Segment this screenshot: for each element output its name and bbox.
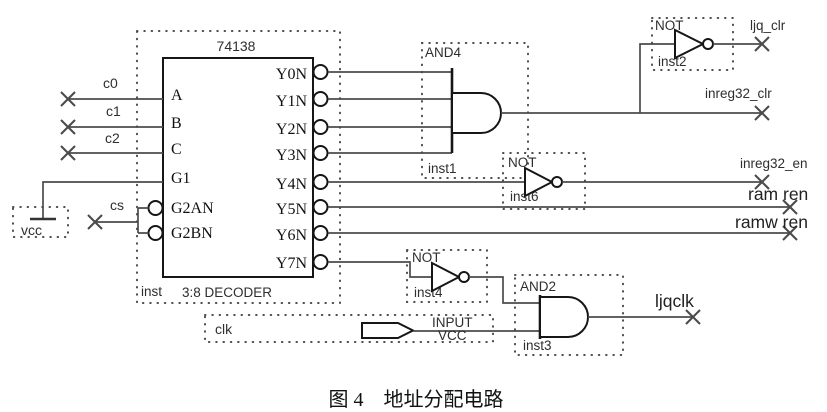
decoder-pin-y5n-label: Y5N — [276, 201, 308, 218]
cs-terminal-x — [87, 214, 103, 230]
not2-inst-label: inst2 — [658, 54, 687, 69]
ram-ren-terminal-x — [782, 199, 798, 215]
ramw-ren-label: ramw ren — [735, 212, 808, 232]
and2-body — [539, 296, 589, 338]
ljq-clr-terminal-x — [754, 36, 770, 52]
decoder-y1n-bubble — [312, 91, 329, 107]
inreg32-clr-label: inreg32_clr — [705, 86, 772, 101]
decoder-pin-y6n-label: Y6N — [276, 227, 308, 244]
c2-terminal-x — [60, 145, 76, 161]
not-inst4-gate: NOT inst4 — [328, 249, 540, 304]
clk-dotted-outline — [204, 314, 494, 343]
ramw-ren-net: ramw ren — [328, 212, 808, 241]
input-pin-top-label: INPUT — [432, 315, 473, 330]
wire-not4-to-and2 — [469, 276, 540, 304]
input-c1: c1 — [60, 103, 163, 135]
wire-y7n — [328, 261, 432, 278]
decoder-pin-c-label: C — [171, 141, 182, 158]
input-cs: cs — [87, 197, 149, 234]
decoder-part-label: 74138 — [217, 38, 256, 54]
wire-cs — [95, 207, 149, 234]
wire-g1-vcc — [42, 181, 163, 219]
inreg32-clr-net: inreg32_clr — [501, 43, 772, 121]
ljqclk-terminal-x — [685, 309, 701, 325]
decoder-pin-g2bn-label: G2BN — [171, 225, 213, 242]
decoder-pin-y4n-label: Y4N — [276, 176, 308, 193]
decoder-type-label: 3:8 DECODER — [182, 285, 272, 300]
input-c2: c2 — [60, 130, 163, 161]
not2-bubble — [702, 38, 714, 50]
ramw-ren-terminal-x — [782, 225, 798, 241]
c0-label: c0 — [103, 75, 118, 91]
inreg32-clr-terminal-x — [754, 105, 770, 121]
decoder-pin-g1-label: G1 — [171, 170, 191, 187]
not-inst6-gate: NOT inst6 inreg32_en — [328, 152, 808, 210]
vcc-net: vcc — [12, 181, 163, 238]
c1-label: c1 — [106, 103, 121, 119]
not4-type-label: NOT — [412, 250, 441, 265]
not4-triangle — [431, 261, 462, 293]
inreg32-en-label: inreg32_en — [740, 156, 808, 171]
decoder-pin-y2n-label: Y2N — [276, 121, 308, 138]
not6-triangle — [524, 166, 555, 198]
decoder-g2an-bubble — [147, 200, 164, 216]
decoder-g2bn-bubble — [147, 225, 164, 241]
decoder-y3n-bubble — [312, 145, 329, 161]
not6-bubble — [551, 176, 563, 188]
decoder-body — [162, 57, 314, 278]
inreg32-en-terminal-x — [754, 174, 770, 190]
not2-triangle — [674, 28, 706, 60]
not2-dotted-outline — [651, 17, 734, 71]
c2-label: c2 — [105, 130, 120, 146]
not6-type-label: NOT — [508, 155, 537, 170]
clk-input: clk INPUT VCC — [204, 314, 540, 343]
decoder-y5n-bubble — [312, 199, 329, 215]
not-inst2-gate: NOT inst2 ljq_clr — [651, 17, 786, 71]
and4-body — [451, 92, 502, 134]
decoder-y2n-bubble — [312, 119, 329, 135]
decoder-inst-label: inst — [141, 284, 162, 299]
decoder-y7n-bubble — [312, 254, 329, 270]
decoder-pin-y3n-label: Y3N — [276, 147, 308, 164]
decoder-pin-y7n-label: Y7N — [276, 255, 308, 272]
decoder-dotted-outline — [136, 30, 341, 304]
cs-label: cs — [110, 197, 124, 213]
figure-caption: 图 4 地址分配电路 — [329, 388, 504, 411]
clk-input-connector — [361, 322, 416, 339]
ljq-clr-label: ljq_clr — [750, 18, 786, 33]
decoder-y0n-bubble — [312, 64, 329, 80]
decoder-pin-y1n-label: Y1N — [276, 93, 308, 110]
c1-terminal-x — [60, 119, 76, 135]
and2-gate: AND2 inst3 ljqclk — [514, 274, 701, 356]
decoder-y6n-bubble — [312, 225, 329, 241]
decoder-pin-a-label: A — [171, 87, 183, 104]
and2-type-label: AND2 — [520, 279, 556, 294]
not4-bubble — [458, 271, 470, 283]
wire-branch-to-not2 — [639, 43, 675, 113]
and2-dotted-outline — [514, 274, 624, 356]
c0-terminal-x — [60, 91, 76, 107]
vcc-label: vcc — [21, 222, 42, 238]
decoder-pin-g2an-label: G2AN — [171, 200, 214, 217]
clk-label: clk — [215, 321, 233, 337]
ram-ren-net: ram ren — [328, 184, 808, 215]
and4-gate: AND4 inst1 — [328, 42, 529, 179]
and2-inst-label: inst3 — [523, 338, 552, 353]
ljqclk-label: ljqclk — [655, 291, 694, 311]
decoder-pin-y0n-label: Y0N — [276, 66, 308, 83]
not6-dotted-outline — [502, 152, 586, 210]
decoder-block: 74138 A B C G1 G2AN G2BN Y0N Y1N Y2N Y3N… — [136, 30, 341, 304]
decoder-y4n-bubble — [312, 174, 329, 190]
and4-type-label: AND4 — [425, 45, 462, 60]
decoder-pin-b-label: B — [171, 115, 182, 132]
input-c0: c0 — [60, 75, 163, 107]
not2-type-label: NOT — [655, 18, 684, 33]
input-pin-bottom-label: VCC — [438, 328, 467, 343]
ram-ren-label: ram ren — [748, 184, 808, 204]
and4-inst-label: inst1 — [428, 161, 457, 176]
